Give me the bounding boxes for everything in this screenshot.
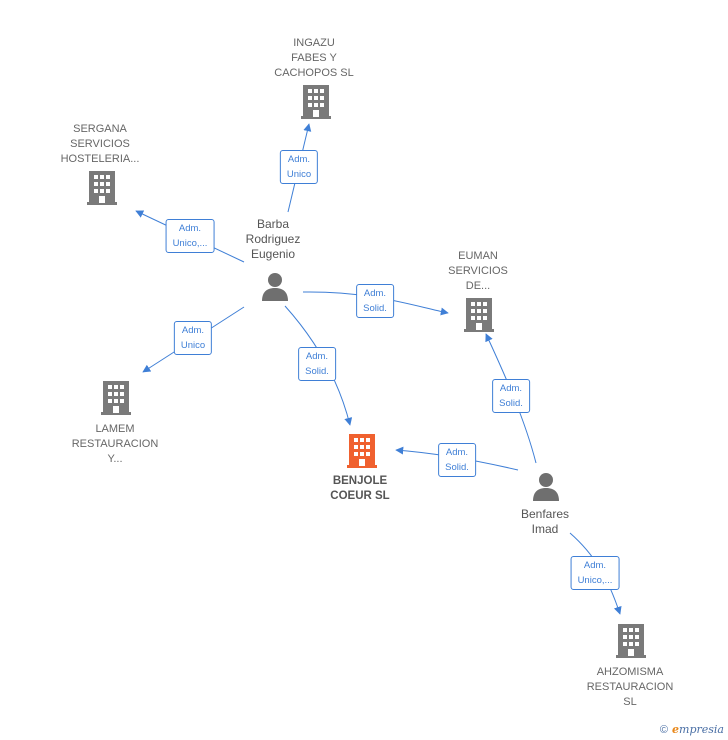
building-icon-euman[interactable] (464, 298, 494, 332)
building-icon-lamem[interactable] (101, 381, 131, 415)
building-icon-ahzomisma[interactable] (616, 624, 646, 658)
edge-label-barba-to-ingazu[interactable]: Adm. Unico (279, 150, 319, 184)
edge-label-barba-to-euman[interactable]: Adm. Solid. (356, 284, 394, 318)
brand-logo: empresia (672, 723, 724, 736)
node-label-ahzomisma[interactable]: AHZOMISMA RESTAURACION SL (586, 666, 674, 708)
edge-label-barba-to-sergana[interactable]: Adm. Unico,... (165, 219, 215, 253)
edge-label-barba-to-lamem[interactable]: Adm. Unico (173, 321, 213, 355)
node-label-benjole[interactable]: BENJOLE COEUR SL (330, 475, 390, 502)
building-icon-ingazu[interactable] (301, 85, 331, 119)
building-icon-sergana[interactable] (87, 171, 117, 205)
edge-label-barba-to-benjole[interactable]: Adm. Solid. (298, 347, 336, 381)
node-label-ingazu[interactable]: INGAZU FABES Y CACHOPOS SL (274, 37, 354, 79)
footer-brand[interactable]: ©empresia (660, 723, 724, 736)
building-icon-benjole[interactable] (347, 434, 377, 468)
edge-label-benfares-to-ahzomisma[interactable]: Adm. Unico,... (570, 556, 620, 590)
person-icon-barba[interactable] (262, 273, 288, 301)
edge-label-benfares-to-euman[interactable]: Adm. Solid. (492, 379, 530, 413)
edge-label-benfares-to-benjole[interactable]: Adm. Solid. (438, 443, 476, 477)
node-label-barba[interactable]: Barba Rodriguez Eugenio (245, 217, 301, 261)
node-label-sergana[interactable]: SERGANA SERVICIOS HOSTELERIA... (60, 123, 140, 165)
copyright-symbol: © (659, 724, 669, 736)
node-label-benfares[interactable]: Benfares Imad (520, 507, 570, 536)
node-label-euman[interactable]: EUMAN SERVICIOS DE... (448, 250, 508, 292)
icons-layer (87, 85, 646, 658)
person-icon-benfares[interactable] (533, 473, 559, 501)
edges-layer (135, 123, 622, 615)
node-label-lamem[interactable]: LAMEM RESTAURACION Y... (71, 423, 159, 465)
